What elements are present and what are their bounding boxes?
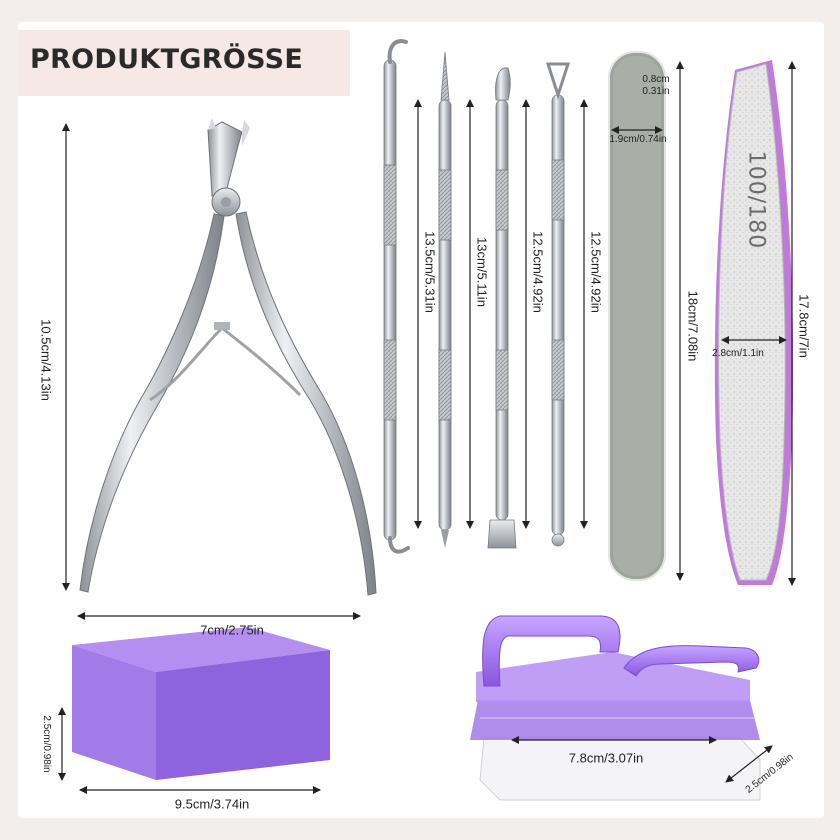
buffer-thickness-label: 0.8cm	[642, 74, 670, 85]
buffer-length-label: 18cm/7.08in	[685, 290, 701, 362]
title-badge	[18, 30, 350, 96]
cuticle-pusher-4	[545, 62, 571, 547]
sponge-buffer-block	[72, 627, 330, 780]
cuticle-nipper	[79, 118, 377, 596]
cuticle-pusher-2	[438, 51, 452, 548]
emery-grit-text: 100/180	[743, 150, 769, 250]
nipper-height-label: 10.5cm/4.13in	[38, 319, 54, 401]
emery-width-label: 2.8cm/1.1in	[712, 348, 764, 359]
nipper-width-label: 7cm/2.75in	[200, 622, 264, 638]
sponge-height-label: 2.5cm/0.98in	[41, 715, 52, 773]
nail-brush	[470, 615, 761, 801]
sponge-width-label: 9.5cm/3.74in	[174, 796, 250, 812]
pusher-2-length-label: 13cm/5.11in	[474, 237, 490, 307]
pusher-3-length-label: 12.5cm/4.92in	[530, 231, 546, 313]
cuticle-pusher-3	[487, 67, 517, 549]
emery-board	[714, 60, 794, 585]
page-title: PRODUKTGRÖSSE	[30, 44, 304, 75]
pusher-1-length-label: 13.5cm/5.31in	[422, 231, 438, 313]
buffer-width-label: 1.9cm/0.74in	[609, 134, 667, 145]
brush-width-label: 7.8cm/3.07in	[568, 750, 644, 766]
buffer-thickness-label-in: 0.31in	[642, 86, 670, 97]
pusher-4-length-label: 12.5cm/4.92in	[588, 231, 604, 313]
nail-buffer-file	[608, 51, 666, 581]
emery-length-label: 17.8cm/7in	[796, 294, 812, 358]
cuticle-pusher-1	[383, 39, 410, 554]
dimension-arrows	[58, 61, 796, 794]
